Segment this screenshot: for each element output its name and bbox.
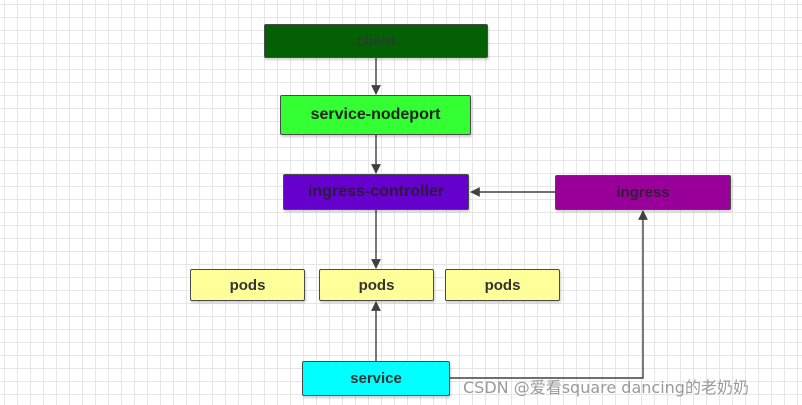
- node-pods-3: pods: [445, 269, 560, 301]
- node-pods-2: pods: [319, 269, 434, 301]
- node-pods-1: pods: [190, 269, 305, 301]
- node-ingress-controller: ingress-controller: [283, 174, 469, 210]
- node-service-nodeport: service-nodeport: [280, 95, 471, 135]
- node-service: service: [302, 361, 450, 396]
- node-ingress: ingress: [555, 175, 731, 210]
- node-client: client: [264, 24, 488, 58]
- watermark-text: CSDN @爱看square dancing的老奶奶: [463, 378, 749, 397]
